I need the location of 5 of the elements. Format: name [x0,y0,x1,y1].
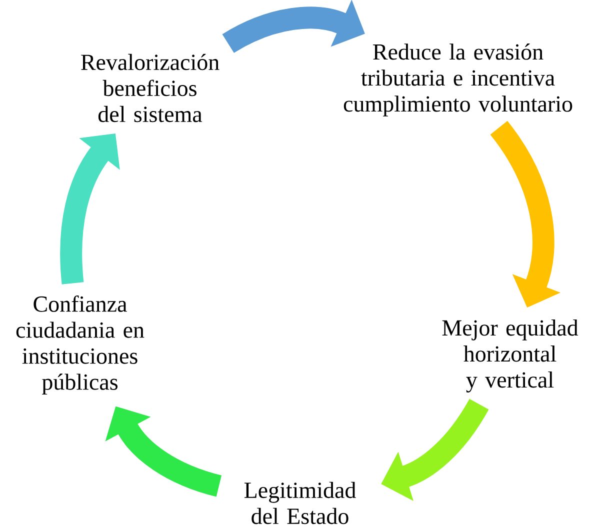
step-label: Legitimidad del Estado [244,482,356,524]
step-label: Confianza ciudadania en instituciones públicas [16,295,144,395]
step-label: Revalorización beneficios del sistema [81,54,220,122]
step-label: Reduce la evasión tributaria e incentiva cumplimiento voluntario [344,44,572,116]
step-label: Mejor equidad horizontal y vertical [442,320,578,392]
